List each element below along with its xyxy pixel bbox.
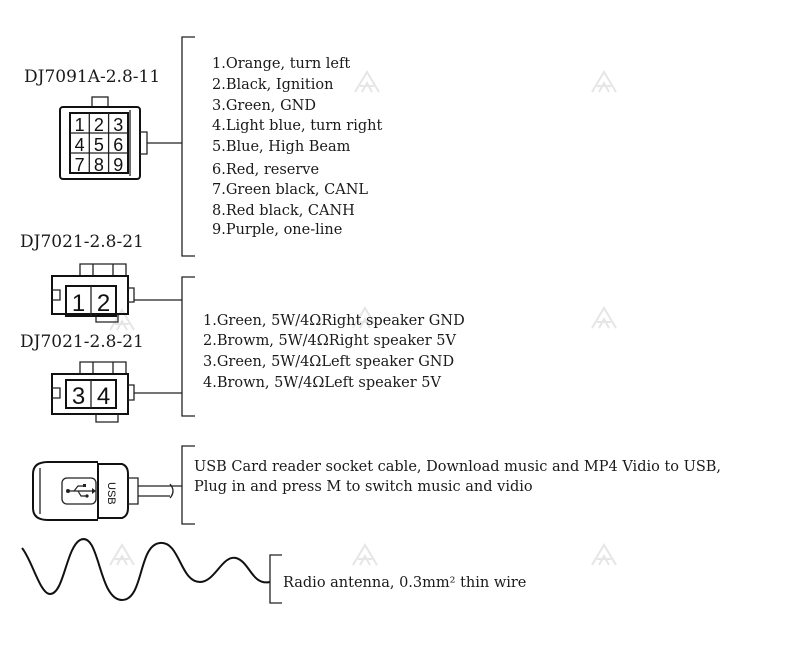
connector-a-title: DJ7091A-2.8-11 [24,67,160,87]
watermark-logos [109,70,617,566]
pin-number-2: 2 [94,115,104,135]
antenna-wire [21,538,271,602]
watermark-icon [591,306,617,329]
speaker-pin-description: 4.Brown, 5W/4ΩLeft speaker 5V [203,375,441,391]
speaker-bracket [181,276,195,417]
watermark-icon [109,543,135,566]
pin-number-3: 3 [72,383,85,410]
connector-b-pins: 1 2 [72,290,110,317]
connector-b-title: DJ7021-2.8-21 [20,232,144,252]
pin-number-9: 9 [113,155,123,175]
watermark-icon [591,543,617,566]
usb-bracket [181,445,195,525]
connector-c-housing [51,361,135,423]
usb-cable-end [169,483,174,499]
usb-description-line2: Plug in and press M to switch music and … [194,479,533,495]
watermark-icon [352,543,378,566]
usb-description-line1: USB Card reader socket cable, Download m… [194,459,721,475]
speaker-pin-description: 3.Green, 5W/4ΩLeft speaker GND [203,354,454,370]
usb-plug-label: USB [105,482,117,505]
speaker-pin-description: 1.Green, 5W/4ΩRight speaker GND [203,313,465,329]
connector-b-housing [51,263,135,323]
antenna-description: Radio antenna, 0.3mm² thin wire [283,575,526,591]
watermark-icon [352,306,378,329]
pin-description: 2.Black, Ignition [212,77,333,93]
watermark-icon [354,70,380,93]
usb-plug: USB [32,461,139,521]
connector-a-housing [59,96,148,180]
pin-number-1: 1 [72,290,85,317]
pin-number-7: 7 [75,155,85,175]
watermark-icon [109,308,135,331]
usb-cable [138,485,182,497]
pin-description: 7.Green black, CANL [212,182,368,198]
pin-number-4: 4 [75,135,85,155]
connector-c-title: DJ7021-2.8-21 [20,332,144,352]
pin-description: 5.Blue, High Beam [212,139,351,155]
connector-a-pin-grid: 1 2 3 4 5 6 7 8 9 [75,115,124,175]
speaker-pin-list: 1.Green, 5W/4ΩRight speaker GND 2.Browm,… [203,313,465,391]
pin-number-8: 8 [94,155,104,175]
pin-number-5: 5 [94,135,104,155]
connector-a-bracket [181,36,195,257]
connector-c-pins: 3 4 [72,383,110,410]
pin-description: 6.Red, reserve [212,162,319,178]
antenna-bracket [269,554,282,604]
watermark-icon [591,70,617,93]
speaker-pin-description: 2.Browm, 5W/4ΩRight speaker 5V [203,333,456,349]
pin-number-1: 1 [75,115,85,135]
connector-a-pin-list: 1.Orange, turn left 2.Black, Ignition 3.… [212,56,382,238]
pin-number-4: 4 [97,383,110,410]
pin-number-3: 3 [113,115,123,135]
pin-description: 8.Red black, CANH [212,203,355,219]
pin-description: 9.Purple, one-line [212,222,342,238]
pin-description: 1.Orange, turn left [212,56,350,72]
pin-number-2: 2 [97,290,110,317]
pin-description: 3.Green, GND [212,98,316,114]
usb-symbol-icon [66,484,96,498]
pin-description: 4.Light blue, turn right [212,118,382,134]
pin-number-6: 6 [113,135,123,155]
